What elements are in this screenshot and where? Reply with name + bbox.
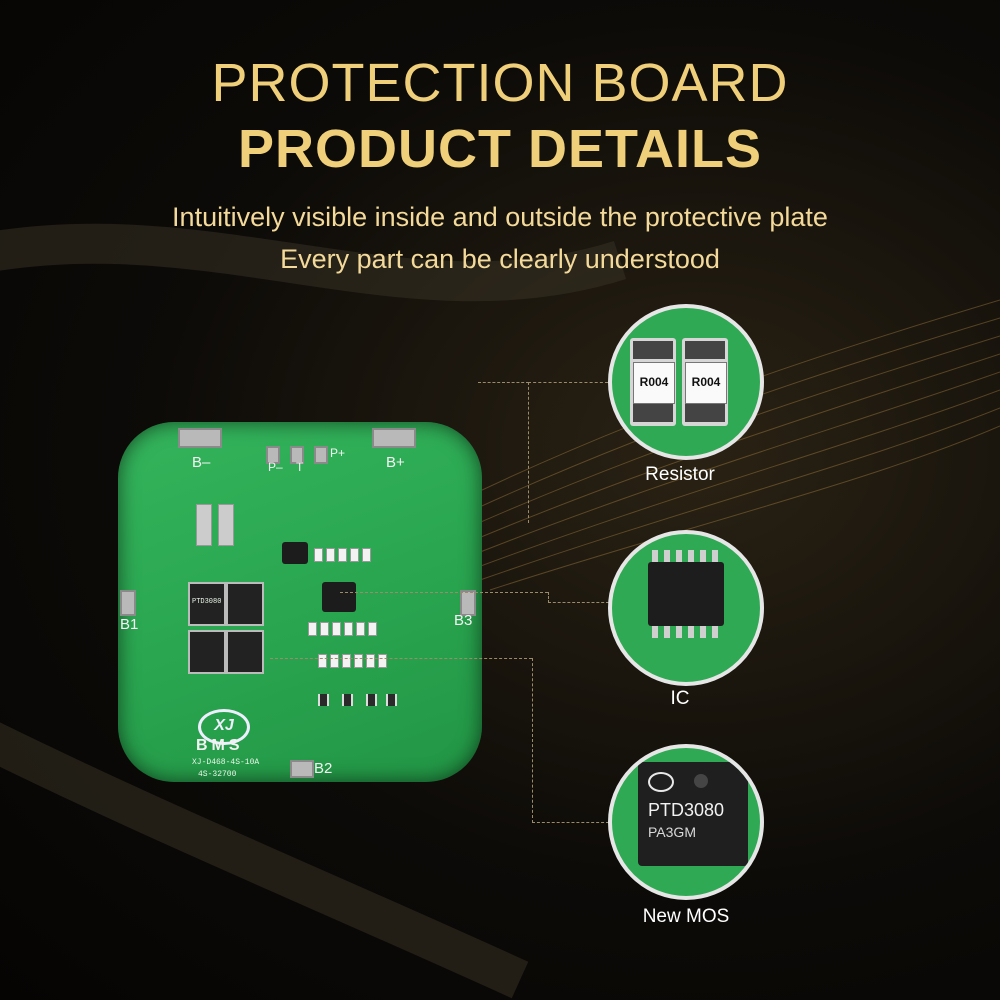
mosfet-4 xyxy=(226,630,264,674)
mos-zoom-body: PTD3080 PA3GM xyxy=(638,762,748,866)
mosfet-1 xyxy=(188,582,226,626)
smd-part xyxy=(314,548,323,562)
ic-pin xyxy=(676,626,682,638)
mos-marking-line1: PTD3080 xyxy=(648,800,725,820)
smd-part xyxy=(356,622,365,636)
resistor-zoom-1: R004 xyxy=(630,338,676,426)
label-b-plus: B+ xyxy=(386,454,405,471)
ic-pin xyxy=(676,550,682,562)
resistor-r004-1 xyxy=(196,504,212,546)
smd-part xyxy=(344,622,353,636)
resistor-zoom-1-bottom xyxy=(633,404,673,422)
leader-line-mos-2 xyxy=(532,658,609,823)
resistor-r004-2 xyxy=(218,504,234,546)
page-title: PROTECTION BOARD xyxy=(211,53,789,113)
caption-new-mos: New MOS xyxy=(642,906,730,927)
label-p-minus: P– xyxy=(268,460,283,474)
pcb xyxy=(118,422,482,782)
ic-pin xyxy=(688,550,694,562)
mosfet-2 xyxy=(226,582,264,626)
caption-resistor: Resistor xyxy=(645,464,715,485)
ic-zoom-body xyxy=(648,562,724,626)
brand-bms: BMS xyxy=(196,737,244,754)
resistor-zoom-2-top xyxy=(685,341,725,359)
smd-part xyxy=(354,654,363,668)
smd-part xyxy=(378,654,387,668)
capacitor-chip xyxy=(282,542,308,564)
pad-p-plus xyxy=(314,446,328,464)
smd-part xyxy=(362,548,371,562)
leader-line-mos xyxy=(270,658,532,659)
ic-pin xyxy=(664,550,670,562)
smd-part xyxy=(366,654,375,668)
leader-line-ic-2 xyxy=(548,592,609,603)
leader-line-resistor-top xyxy=(528,382,608,383)
ic-pin xyxy=(652,626,658,638)
smd-part xyxy=(338,548,347,562)
leader-line-resistor xyxy=(478,382,529,523)
pad-t xyxy=(290,446,304,464)
label-b2: B2 xyxy=(314,760,333,777)
smd-dark-part xyxy=(366,694,377,706)
mosfet-marking: PTD3080 xyxy=(192,598,222,606)
resistor-zoom-2: R004 xyxy=(682,338,728,426)
label-p-plus: P+ xyxy=(330,446,346,460)
label-b3: B3 xyxy=(454,612,473,629)
callout-mos-zoom: PTD3080 PA3GM xyxy=(608,744,764,900)
smd-part xyxy=(318,654,327,668)
ic-pin xyxy=(700,550,706,562)
ic-pin xyxy=(652,550,658,562)
smd-part xyxy=(308,622,317,636)
smd-part xyxy=(326,548,335,562)
pad-b-minus xyxy=(178,428,222,448)
pad-p-minus xyxy=(266,446,280,464)
resistor-zoom-1-top xyxy=(633,341,673,359)
smd-dark-part xyxy=(386,694,397,706)
pad-b1 xyxy=(120,590,136,616)
ic-pin xyxy=(688,626,694,638)
mos-marking-line2: PA3GM xyxy=(648,824,696,840)
leader-line-ic xyxy=(340,592,548,593)
callout-ic-zoom xyxy=(608,530,764,686)
resistor-zoom-2-marking: R004 xyxy=(685,362,727,404)
series-number: 4S-32700 xyxy=(198,770,237,779)
ic-pin xyxy=(664,626,670,638)
ic-pin xyxy=(712,550,718,562)
tagline-line-1: Intuitively visible inside and outside t… xyxy=(172,202,828,232)
page-subtitle-bold: PRODUCT DETAILS xyxy=(238,119,762,179)
smd-dark-part xyxy=(342,694,353,706)
mos-logo-icon xyxy=(648,772,674,792)
label-b1: B1 xyxy=(120,616,139,633)
pad-b2 xyxy=(290,760,314,778)
smd-part xyxy=(342,654,351,668)
model-number: XJ-D468-4S-10A xyxy=(192,758,260,767)
caption-ic: IC xyxy=(670,688,690,709)
resistor-zoom-2-bottom xyxy=(685,404,725,422)
resistor-zoom-1-marking: R004 xyxy=(633,362,675,404)
label-t: T xyxy=(296,460,304,474)
pad-b-plus xyxy=(372,428,416,448)
smd-part xyxy=(330,654,339,668)
brand-logo-text: XJ xyxy=(214,717,234,734)
brand-logo: XJ xyxy=(198,709,250,745)
tagline-line-2: Every part can be clearly understood xyxy=(280,244,720,274)
smd-part xyxy=(320,622,329,636)
mos-pin1-dot xyxy=(694,774,708,788)
smd-dark-part xyxy=(318,694,329,706)
smd-part xyxy=(332,622,341,636)
ic-pin xyxy=(700,626,706,638)
mosfet-3 xyxy=(188,630,226,674)
label-b-minus: B– xyxy=(192,454,211,471)
protection-board-image: B– B+ P– T P+ B1 B3 B2 PTD3080 XJ BMS XJ… xyxy=(118,422,482,782)
callout-resistor-zoom: R004 R004 xyxy=(608,304,764,460)
pad-b3 xyxy=(460,590,476,616)
smd-part xyxy=(350,548,359,562)
ic-chip xyxy=(322,582,356,612)
ic-pin xyxy=(712,626,718,638)
smd-part xyxy=(368,622,377,636)
